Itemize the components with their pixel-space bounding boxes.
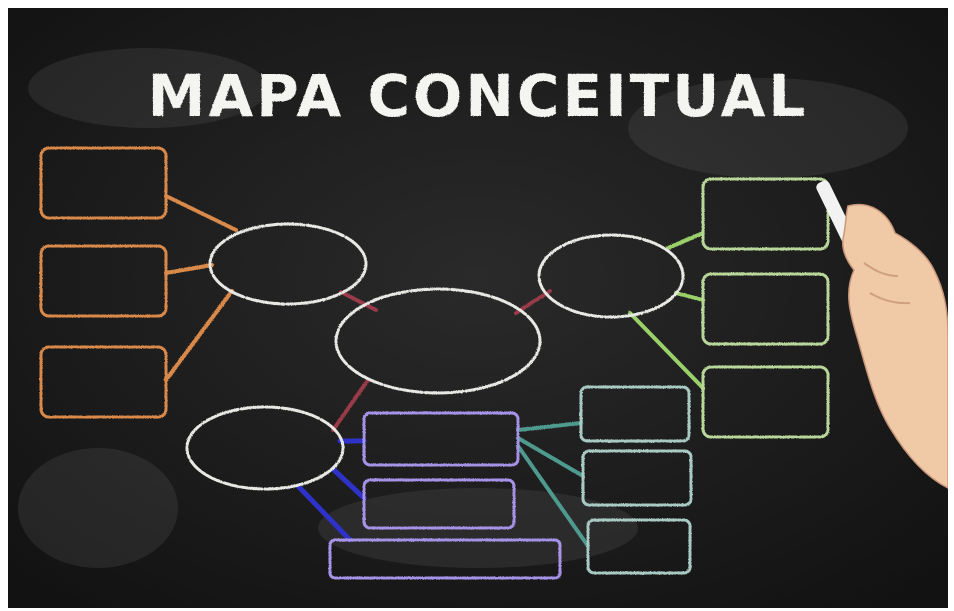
green-box-group: [701, 177, 830, 439]
purple-box-group: [328, 411, 562, 580]
concept-ellipse-bottom-left: [185, 405, 345, 491]
maroon-connectors: [331, 289, 552, 432]
teal-connectors: [516, 421, 590, 548]
page-title: MAPA CONCEITUAL: [148, 62, 809, 130]
concept-ellipse-group: [185, 222, 685, 491]
concept-box-teal-1: [579, 385, 691, 443]
green-connectors: [628, 231, 705, 390]
concept-box-left-2: [39, 244, 168, 318]
hand-with-chalk: [816, 180, 948, 489]
concept-box-purple-2: [362, 478, 516, 530]
blue-connectors: [295, 438, 367, 543]
concept-box-teal-2: [581, 449, 693, 507]
chalkboard-concept-map: MAPA CONCEITUAL: [8, 8, 948, 608]
concept-box-right-2: [701, 272, 830, 346]
concept-ellipse-right: [537, 233, 685, 319]
teal-box-group: [579, 385, 693, 575]
hand: [842, 203, 948, 489]
concept-box-teal-3: [586, 518, 692, 575]
concept-box-purple-3: [328, 538, 562, 580]
concept-box-right-3: [701, 365, 830, 439]
concept-box-purple-1: [362, 411, 520, 467]
concept-ellipse-center: [334, 287, 542, 395]
concept-box-right-1: [701, 177, 830, 251]
hand-knuckle-lines: [863, 262, 911, 305]
orange-box-group: [39, 146, 168, 419]
concept-box-left-3: [39, 345, 168, 419]
concept-box-left-1: [39, 146, 168, 220]
concept-ellipse-left: [208, 222, 368, 306]
orange-connectors: [164, 194, 238, 382]
